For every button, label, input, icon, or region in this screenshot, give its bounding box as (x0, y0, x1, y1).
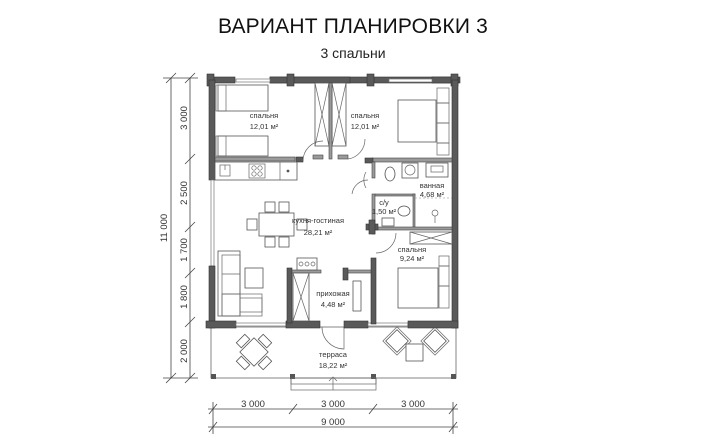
bedroom-3: спальня 9,24 м² (375, 232, 450, 309)
dim-h-total: 9 000 (321, 417, 345, 428)
terrace-armchair-left (382, 326, 412, 356)
terrace-coffee-table (405, 343, 424, 362)
vertical-dimensions: 11 000 3 000 2 500 1 700 1 800 2 000 (159, 72, 198, 384)
bed-single-bottom (217, 135, 269, 157)
room-area-wc: 1,50 м² (372, 207, 397, 216)
room-name-kitchen-living: кухня-гостиная (292, 216, 344, 225)
room-area-kitchen-living: 28,21 м² (304, 228, 333, 237)
bed-double (397, 99, 437, 143)
room-area-bathroom: 4,68 м² (420, 190, 445, 199)
room-name-wc: с/у (379, 198, 389, 207)
bedroom-2: спальня 12,01 м² (347, 87, 450, 160)
room-area-terrace: 18,22 м² (319, 361, 348, 370)
dim-h-seg-2: 3 000 (321, 399, 345, 410)
terrace: терраса 18,22 м² (210, 326, 457, 391)
room-name-terrace: терраса (319, 350, 348, 359)
horizontal-dimensions: 3 000 3 000 3 000 9 000 (208, 399, 458, 434)
wc-toilet-icon (397, 205, 411, 217)
dim-vertical-total: 11 000 (159, 214, 170, 242)
room-name-hallway: прихожая (316, 289, 349, 298)
dim-h-seg-1: 3 000 (241, 399, 265, 410)
terrace-table-left (235, 333, 273, 371)
kitchen-living: кухня-гостиная 28,21 м² (214, 161, 369, 317)
shower-icon (431, 209, 439, 217)
room-name-bathroom: ванная (420, 181, 445, 190)
room-name-bedroom-2: спальня (351, 111, 379, 120)
plan-subtitle: 3 спальни (320, 45, 386, 61)
room-area-bedroom-1: 12,01 м² (250, 122, 279, 131)
room-area-hallway: 4,48 м² (321, 300, 346, 309)
fireplace-icon (296, 257, 318, 271)
room-name-bedroom-1: спальня (250, 111, 278, 120)
dim-v-seg-3: 1 700 (179, 238, 190, 262)
bedroom-1: спальня 12,01 м² (215, 84, 324, 162)
coffee-table (244, 267, 264, 289)
kitchen-counter (214, 161, 298, 181)
room-area-bedroom-2: 12,01 м² (351, 122, 380, 131)
bathroom: ванная 4,68 м² (384, 162, 452, 223)
stove-icon (248, 163, 266, 179)
terrace-armchair-right (420, 326, 450, 356)
bed-double-small (397, 267, 439, 309)
dining-table (258, 212, 295, 237)
dim-v-seg-1: 3 000 (179, 106, 190, 130)
dim-v-seg-5: 2 000 (179, 339, 190, 363)
toilet-icon (384, 166, 396, 182)
outer-walls (205, 73, 461, 329)
bath-sink-icon (425, 162, 449, 178)
room-name-bedroom-3: спальня (398, 245, 426, 254)
bed-single-top (217, 84, 269, 112)
dim-v-seg-4: 1 800 (179, 285, 190, 309)
wc-sink-icon (381, 217, 395, 227)
wc: с/у 1,50 м² (372, 198, 411, 227)
partitions (214, 82, 453, 325)
dim-h-seg-3: 3 000 (401, 399, 425, 410)
dim-v-seg-2: 2 500 (179, 181, 190, 205)
plan-title: ВАРИАНТ ПЛАНИРОВКИ 3 (217, 15, 489, 38)
room-area-bedroom-3: 9,24 м² (400, 254, 425, 263)
corner-sofa (217, 250, 241, 317)
hallway: прихожая 4,48 м² (292, 272, 362, 322)
